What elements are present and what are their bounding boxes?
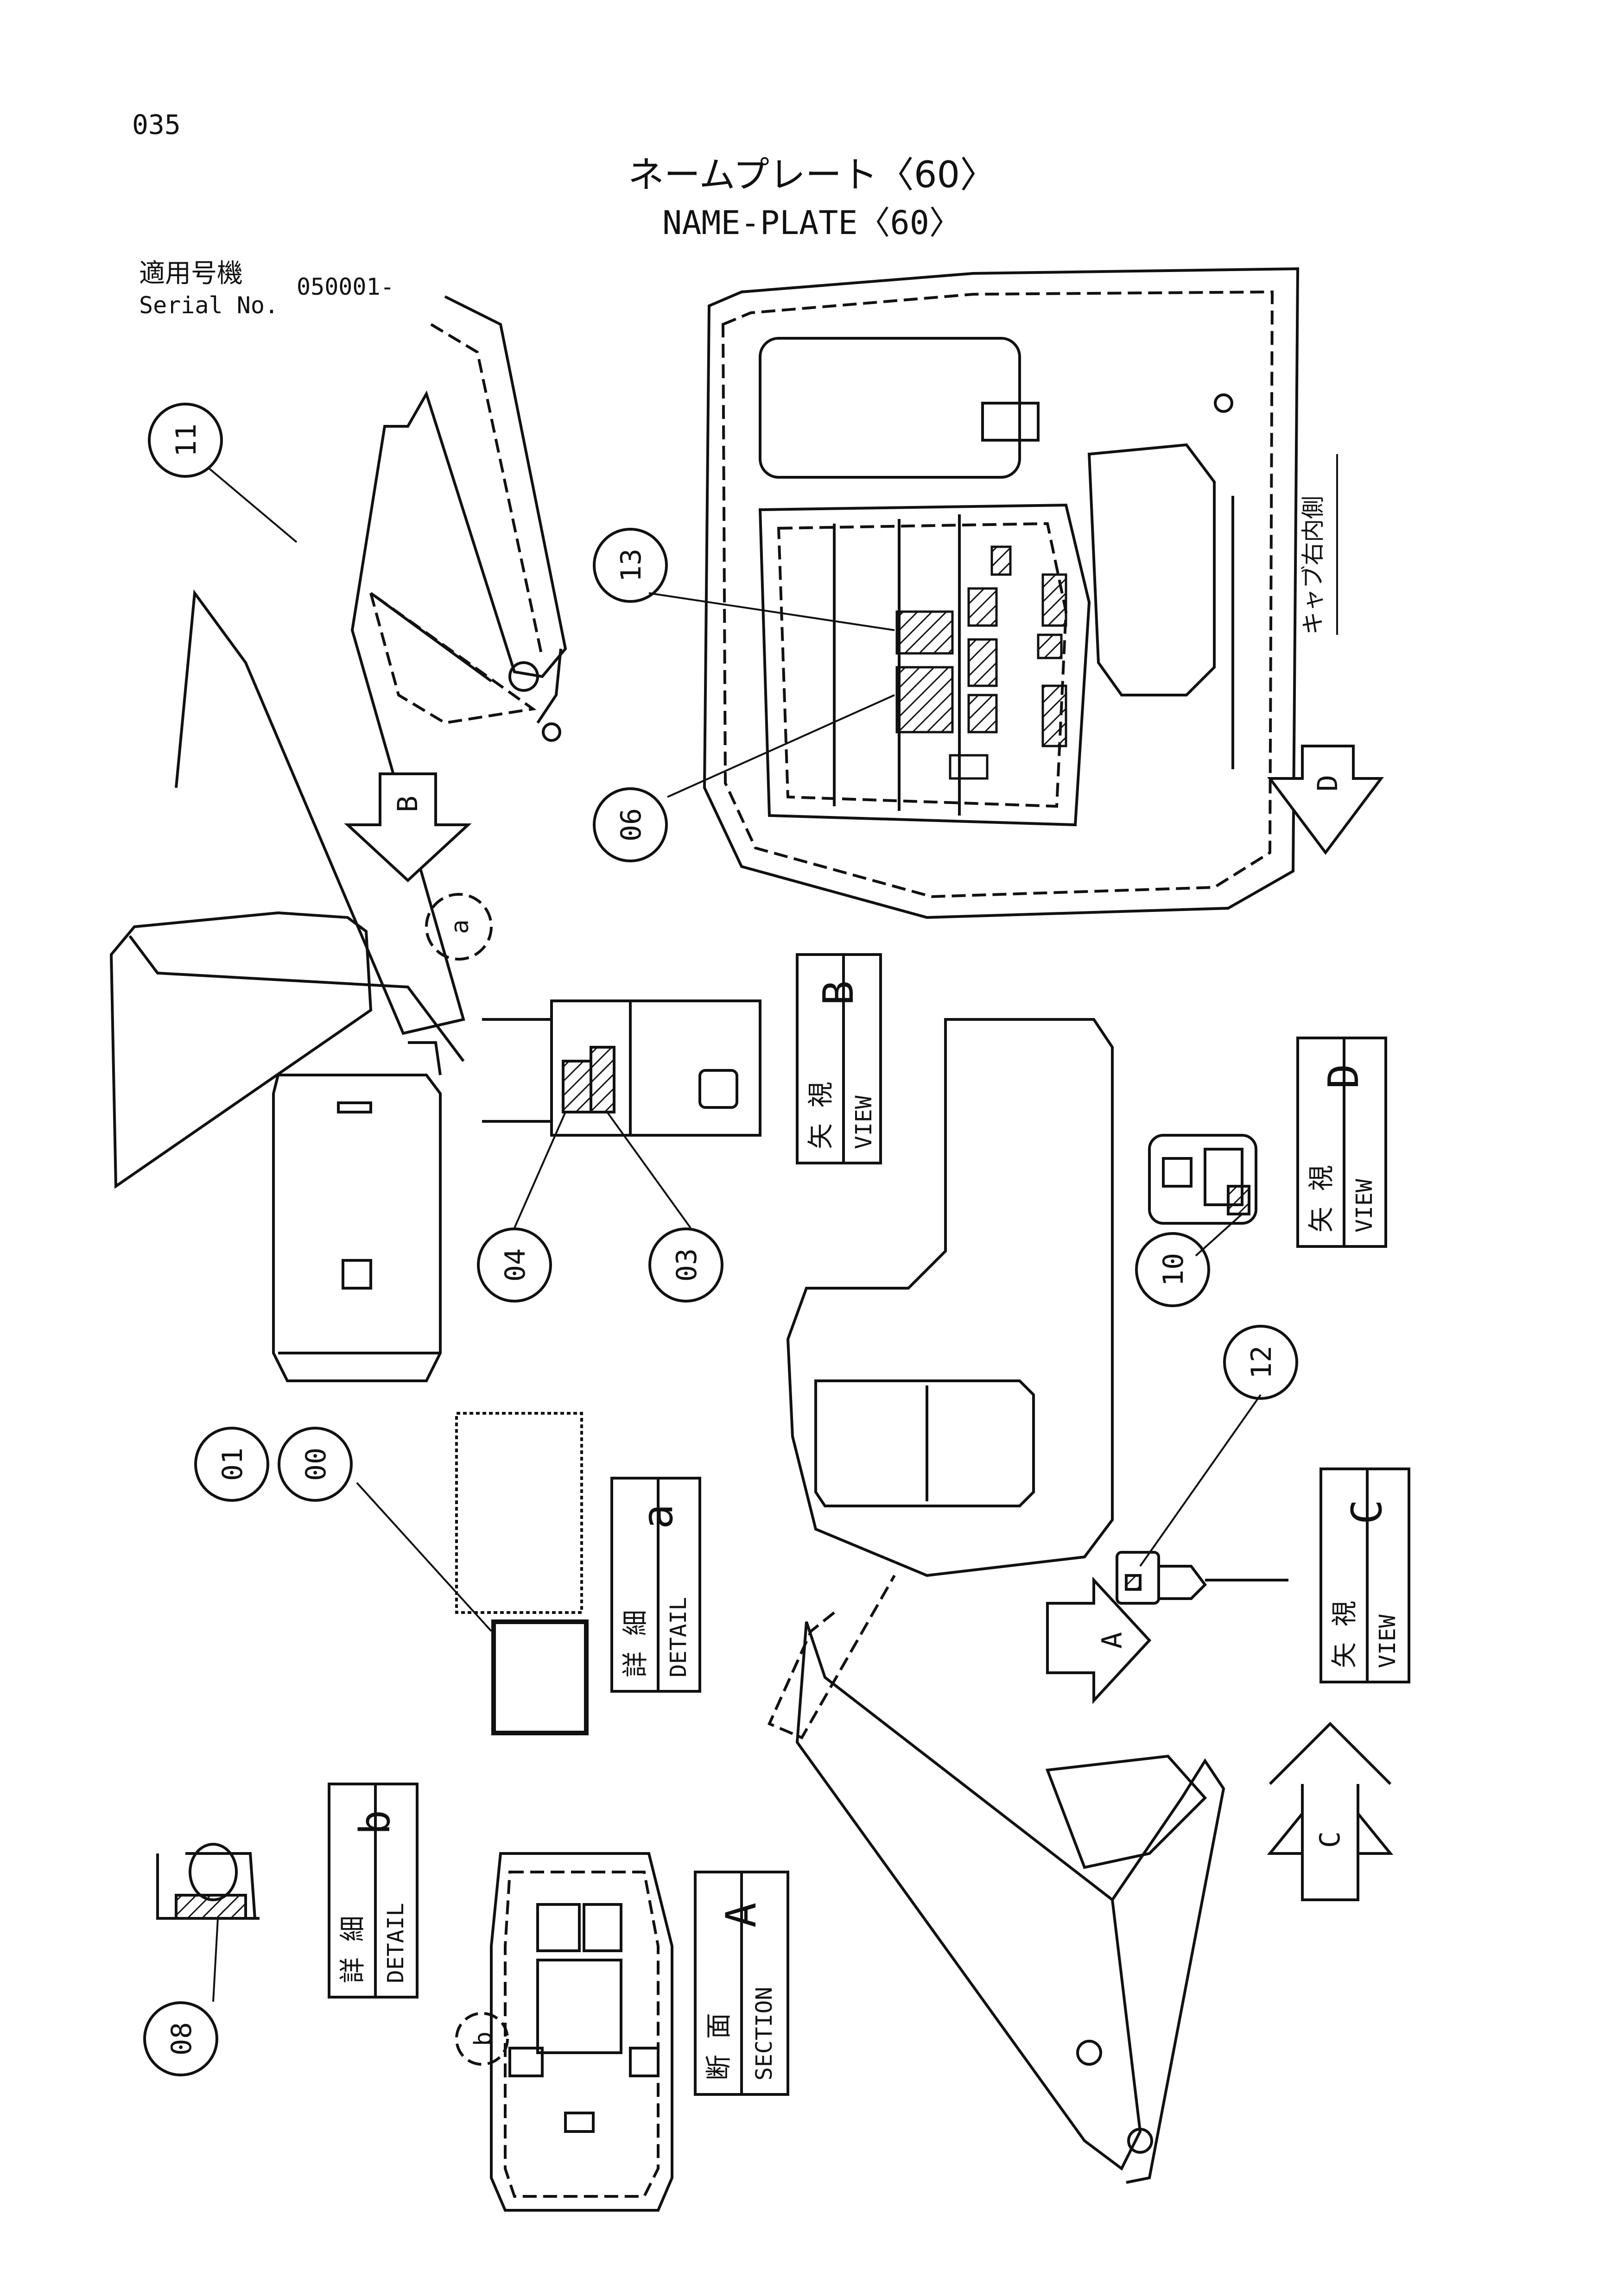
leader-lines: [208, 467, 1262, 2002]
excavator-front-view: [768, 1018, 1225, 2184]
cab-note: キャブ右内側: [1300, 496, 1326, 635]
callout-03: 03: [671, 1248, 703, 1282]
detail-a-en: DETAIL: [666, 1597, 691, 1677]
arrow-label-d: D: [1312, 775, 1344, 791]
view-c-arrow: [1267, 1721, 1394, 1901]
detail-b-letter: b: [351, 1810, 400, 1835]
arrow-label-b: B: [392, 796, 424, 812]
detail-b-circle: [455, 2012, 509, 2066]
view-d-en: VIEW: [1351, 1179, 1377, 1233]
label-boxes: [328, 953, 1410, 2096]
section-a-arrow: [1046, 1576, 1152, 1704]
detail-a-jp: 詳 細: [621, 1610, 651, 1677]
section-a-drawing: [455, 1852, 673, 2212]
callout-13: 13: [615, 549, 647, 582]
counterweight-view: [482, 999, 761, 1137]
section-a-en: SECTION: [751, 1987, 777, 2081]
view-c-jp: 矢 視: [1330, 1600, 1360, 1668]
plate-outline: [455, 1412, 589, 1735]
marker-a: a: [446, 919, 474, 934]
callout-circles: [143, 403, 1298, 2076]
section-a-jp: 断 面: [704, 2013, 734, 2081]
detail-b-jp: 詳 細: [338, 1916, 368, 1983]
page-number: 035: [132, 109, 181, 140]
detail-a-letter: a: [634, 1504, 682, 1529]
arrow-label-a: A: [1096, 1632, 1129, 1649]
detail-b-drawing: [156, 1843, 260, 1920]
view-d-arrow: [1267, 745, 1384, 855]
view-d-letter: D: [1320, 1064, 1368, 1089]
callout-01: 01: [216, 1448, 249, 1481]
section-a-letter: A: [717, 1903, 766, 1928]
excavator-side-view: [109, 295, 567, 1382]
view-b-arrow: [344, 772, 472, 883]
serial-label-en: Serial No.: [139, 292, 279, 319]
marker-b: b: [469, 2031, 497, 2046]
callout-10: 10: [1157, 1253, 1190, 1286]
serial-label-jp: 適用号機: [139, 259, 243, 289]
callout-12: 12: [1245, 1346, 1278, 1379]
callout-08: 08: [165, 2022, 198, 2056]
title-english: NAME-PLATE〈60〉: [662, 204, 962, 242]
detail-b-en: DETAIL: [383, 1903, 409, 1983]
view-c-en: VIEW: [1375, 1614, 1401, 1668]
detail-a-circle: [425, 893, 493, 961]
cab-interior-drawing: [703, 267, 1300, 919]
view-c-detail: [1116, 1551, 1288, 1605]
callout-04: 04: [499, 1248, 532, 1282]
callout-11: 11: [170, 424, 203, 457]
callout-00: 00: [300, 1448, 332, 1481]
view-b-jp: 矢 視: [806, 1082, 836, 1149]
view-b-en: VIEW: [851, 1095, 877, 1149]
serial-value: 050001-: [297, 273, 394, 300]
title-japanese: ネームプレート〈60〉: [628, 154, 996, 196]
cab-plates: [895, 545, 1067, 780]
callout-06: 06: [615, 808, 647, 841]
view-c-letter: C: [1343, 1499, 1391, 1524]
view-b-letter: B: [814, 980, 863, 1006]
view-d-jp: 矢 視: [1307, 1165, 1337, 1233]
arrow-label-c: C: [1314, 1831, 1346, 1848]
view-d-detail: [1148, 1134, 1257, 1225]
